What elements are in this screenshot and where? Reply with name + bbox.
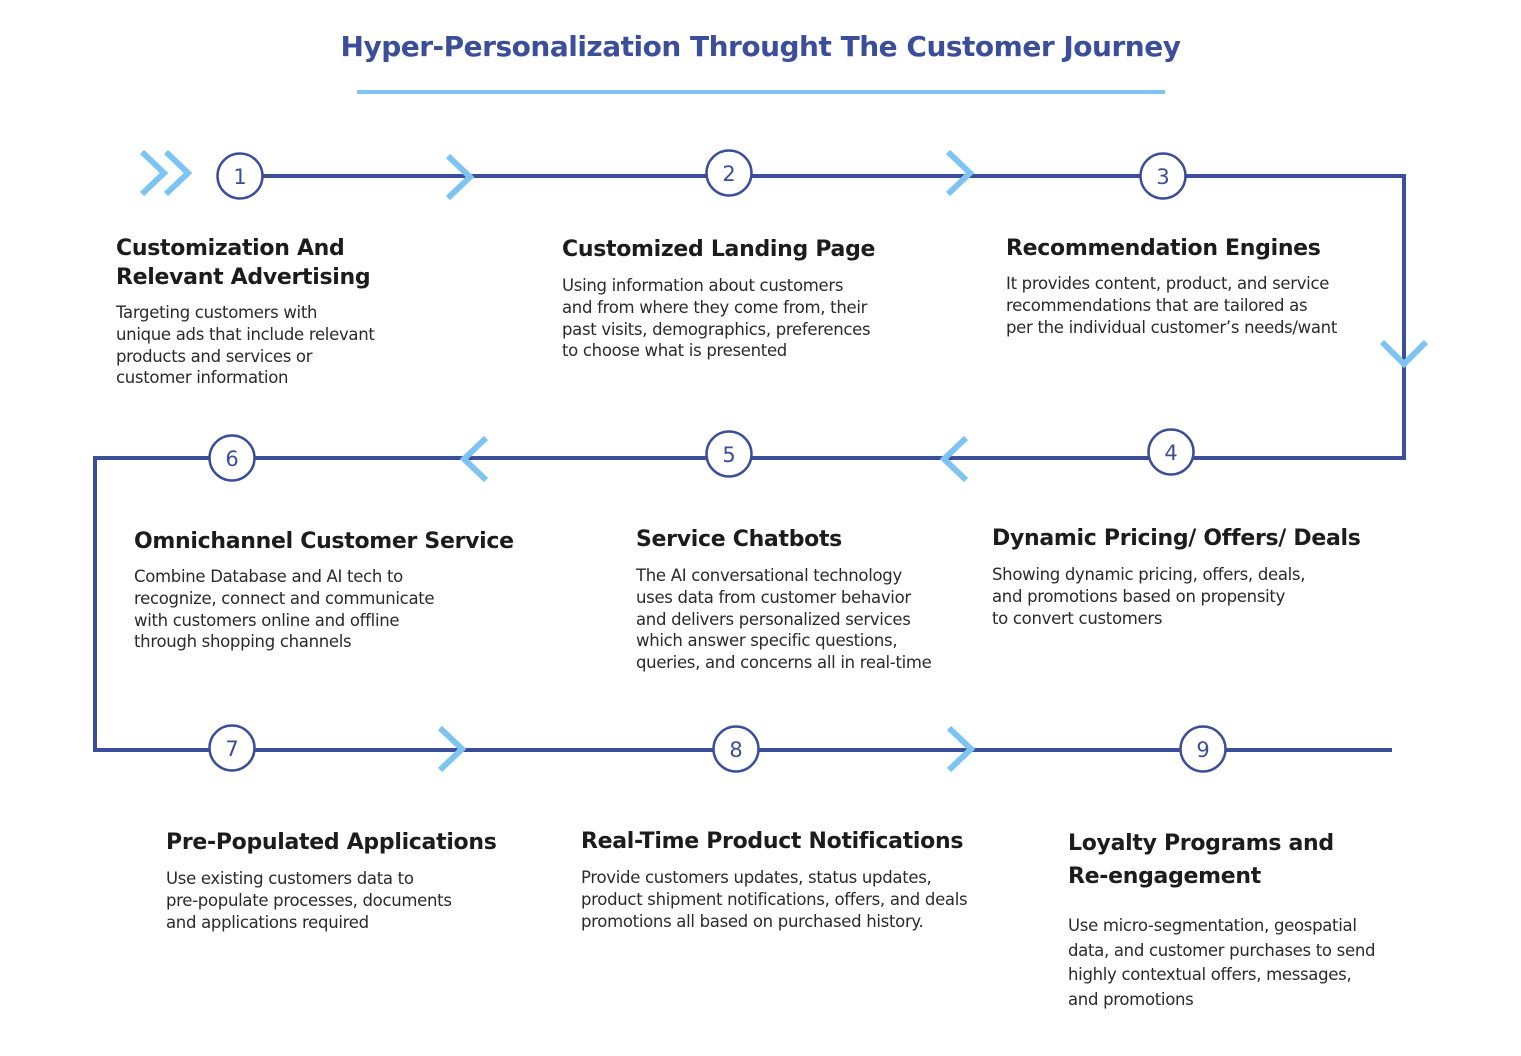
step-badge-7: 7: [208, 724, 256, 772]
step-number: 4: [1164, 441, 1177, 465]
step-4-title: Dynamic Pricing/ Offers/ Deals: [992, 526, 1361, 551]
step-1-description: Targeting customers with unique ads that…: [116, 303, 375, 388]
step-number: 7: [225, 737, 238, 761]
step-2-description: Using information about customers and fr…: [562, 276, 871, 361]
step-6-description: Combine Database and AI tech to recogniz…: [134, 567, 435, 652]
step-badge-9: 9: [1179, 725, 1227, 773]
chevron-right-icon: [946, 725, 976, 773]
chevron-down-icon: [1379, 339, 1429, 369]
chevron-right-icon: [437, 725, 467, 773]
step-badge-3: 3: [1139, 152, 1187, 200]
step-badge-5: 5: [705, 430, 753, 478]
step-badge-2: 2: [705, 149, 753, 197]
step-5-description: The AI conversational technology uses da…: [636, 566, 932, 673]
start-double-chevron-icon: [139, 149, 193, 197]
step-3-title: Recommendation Engines: [1006, 236, 1321, 261]
step-number: 9: [1196, 738, 1209, 762]
step-number: 6: [225, 447, 238, 471]
step-3-description: It provides content, product, and servic…: [1006, 274, 1338, 337]
step-9-title: Loyalty Programs and Re-engagement: [1068, 831, 1334, 889]
step-8-title: Real-Time Product Notifications: [581, 829, 964, 854]
step-number: 5: [722, 443, 735, 467]
step-2-title: Customized Landing Page: [562, 237, 876, 262]
step-badge-8: 8: [712, 725, 760, 773]
step-1-title: Customization And Relevant Advertising: [116, 236, 371, 290]
step-number: 2: [722, 162, 735, 186]
chevron-right-icon: [945, 149, 975, 197]
step-badge-6: 6: [208, 434, 256, 482]
step-8-description: Provide customers updates, status update…: [581, 868, 968, 931]
step-5-title: Service Chatbots: [636, 527, 842, 552]
step-4-description: Showing dynamic pricing, offers, deals, …: [992, 565, 1306, 628]
step-number: 1: [233, 165, 246, 189]
step-9-description: Use micro-segmentation, geospatial data,…: [1068, 916, 1376, 1009]
chevron-left-icon: [939, 435, 969, 483]
step-6-title: Omnichannel Customer Service: [134, 529, 514, 554]
step-badge-1: 1: [216, 152, 264, 200]
chevron-left-icon: [459, 435, 489, 483]
step-7-title: Pre-Populated Applications: [166, 830, 497, 855]
step-7-description: Use existing customers data to pre-popul…: [166, 869, 452, 932]
chevron-right-icon: [445, 153, 475, 201]
title-underline: [357, 90, 1165, 94]
step-badge-4: 4: [1147, 428, 1195, 476]
page-title: Hyper-Personalization Throught The Custo…: [340, 30, 1181, 63]
step-number: 3: [1156, 165, 1169, 189]
step-number: 8: [729, 738, 742, 762]
